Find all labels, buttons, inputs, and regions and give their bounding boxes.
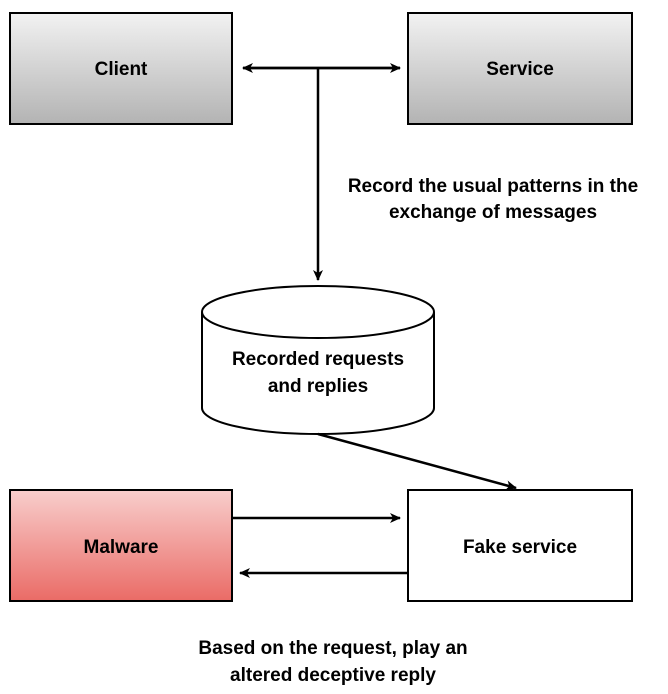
- record-annotation-line1: Record the usual patterns in the: [348, 176, 638, 197]
- client-label: Client: [95, 59, 148, 80]
- malware-label: Malware: [84, 537, 159, 558]
- recorded-label-line1: Recorded requests: [232, 349, 404, 370]
- client-box: Client: [9, 12, 233, 125]
- record-annotation-line2: exchange of messages: [389, 202, 597, 223]
- fake-service-box: Fake service: [407, 489, 633, 602]
- service-box: Service: [407, 12, 633, 125]
- deceptive-annotation-line2: altered deceptive reply: [230, 665, 436, 686]
- recorded-database: Recorded requests and replies: [201, 285, 435, 435]
- database-to-fake-service-arrow: [317, 432, 517, 491]
- deceptive-annotation-line1: Based on the request, play an: [198, 638, 467, 659]
- client-service-connector: [242, 63, 401, 281]
- recorded-label-line2: and replies: [268, 376, 368, 397]
- malware-box: Malware: [9, 489, 233, 602]
- service-label: Service: [486, 59, 554, 80]
- fake-service-label: Fake service: [463, 537, 577, 558]
- record-annotation: Record the usual patterns in the exchang…: [348, 176, 638, 223]
- deceptive-annotation: Based on the request, play an altered de…: [198, 638, 467, 686]
